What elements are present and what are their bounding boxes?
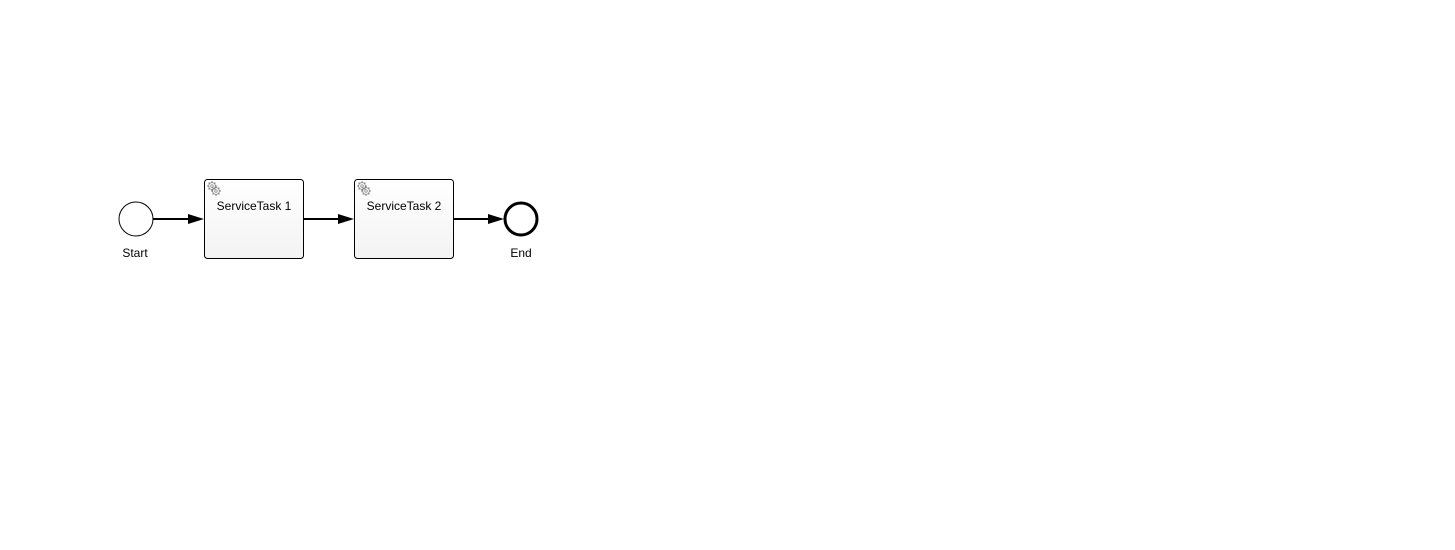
- service-task-2[interactable]: ServiceTask 2: [354, 179, 454, 259]
- service-task-2-label: ServiceTask 2: [367, 199, 442, 213]
- sequence-flow-start-to-task1[interactable]: [153, 214, 204, 224]
- sequence-flow-task2-to-end[interactable]: [454, 214, 504, 224]
- start-event-label: Start: [122, 246, 148, 260]
- service-task-1[interactable]: ServiceTask 1: [204, 179, 304, 259]
- service-task-1-label: ServiceTask 1: [217, 199, 292, 213]
- start-event[interactable]: [118, 201, 154, 237]
- sequence-flow-task1-to-task2[interactable]: [304, 214, 354, 224]
- end-event-label: End: [510, 246, 531, 260]
- end-event[interactable]: [503, 201, 539, 237]
